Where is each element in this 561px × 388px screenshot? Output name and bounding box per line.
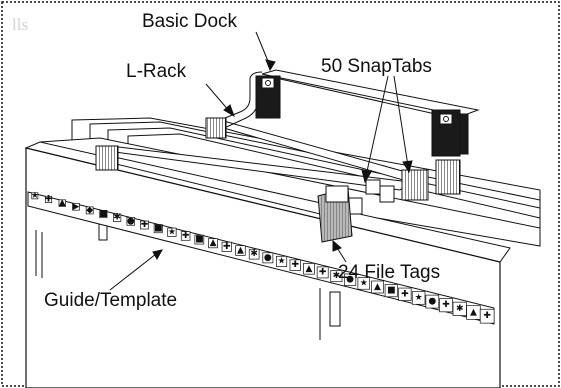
strip-symbol: ✚: [141, 220, 149, 230]
strip-cell: [167, 227, 177, 237]
strip-cell: [371, 280, 384, 294]
strip-symbol: ■: [99, 209, 108, 219]
strip-symbol: ✚: [291, 260, 299, 270]
strip-cell: [248, 248, 260, 260]
strip-symbol: ▲: [237, 246, 244, 256]
strip-symbol: ▲: [374, 282, 381, 292]
strip-symbol: ●: [346, 275, 354, 285]
strip-cell: [357, 277, 371, 290]
strip-symbol: ■: [387, 286, 396, 296]
strip-cell: [45, 195, 53, 203]
strip-cell: [303, 263, 315, 275]
strip-symbol: ★: [31, 191, 39, 201]
strip-cell: [343, 273, 357, 286]
strip-cell: [411, 291, 426, 305]
strip-cell: [330, 270, 343, 283]
strip-symbol: ▲: [210, 238, 217, 248]
strip-symbol: ✱: [250, 249, 258, 259]
symbol-strip: ★ ✚ ▲ ▶ ◆ ■ ✱ ● ✚ ■ ★ ✚ ■ ▲ ✚ ▲ ✱ ● ★ ✚ ▲ ✚ ✱ ● ★ ▲ ■ ✚ ★ ● ✚ ✱ ▲ ✚: [27, 191, 495, 325]
strip-cell: [398, 287, 412, 301]
strip-symbol: ●: [127, 216, 135, 226]
strip-cell: [153, 224, 163, 234]
strip-symbol: ✚: [182, 231, 190, 241]
strip-symbol: ✚: [223, 242, 231, 252]
strip-symbol: ▲: [470, 308, 477, 318]
strip-cell: [276, 255, 288, 267]
strip-symbol: ✱: [456, 304, 464, 314]
strip-cell: [112, 213, 122, 222]
callout-arrows: [109, 31, 413, 291]
strip-symbol: ▲: [59, 198, 66, 208]
strip-cell: [384, 284, 398, 298]
strip-symbol: ✚: [442, 300, 450, 310]
strip-symbol: ■: [154, 224, 163, 234]
strip-cell: [289, 259, 301, 271]
strip-symbol: ★: [415, 293, 423, 303]
label-basic-dock: Basic Dock: [142, 11, 238, 32]
strip-cell: [31, 192, 39, 200]
strip-symbol: ✚: [45, 194, 53, 204]
strip-symbol: ★: [278, 256, 286, 266]
strip-cell: [58, 199, 66, 207]
basic-dock: [255, 69, 480, 157]
strip-cell: [194, 234, 205, 245]
strip-cell: [316, 266, 329, 279]
strip-symbol: ★: [168, 227, 176, 237]
strip-symbol: ✱: [113, 213, 121, 223]
strip-symbol: ✚: [401, 289, 409, 299]
strip-cell: [479, 308, 495, 324]
label-snap-tabs: 50 SnapTabs: [321, 56, 432, 77]
strip-cell: [126, 217, 136, 226]
rack-clips: [95, 117, 461, 243]
strip-cell: [425, 294, 440, 309]
strip-cell: [85, 206, 94, 215]
strip-cell: [208, 238, 218, 249]
strip-symbol: ★: [360, 278, 368, 288]
strip-cell: [221, 241, 232, 252]
strip-symbol: ●: [428, 297, 436, 307]
strip-symbol: ■: [195, 235, 204, 245]
strip-cell: [262, 252, 274, 264]
strip-cell: [439, 298, 453, 313]
strip-cell: [72, 203, 80, 211]
label-guide-template: Guide/Template: [44, 290, 177, 311]
strip-symbol: ▲: [306, 264, 313, 274]
strip-cell: [180, 231, 191, 241]
strip-cell: [140, 220, 149, 230]
corner-mark: lls: [12, 15, 28, 34]
strip-symbol: ●: [264, 253, 272, 263]
label-l-rack: L-Rack: [126, 61, 187, 82]
label-file-tags: 24 File Tags: [338, 262, 440, 283]
strip-symbol: ▶: [73, 202, 80, 212]
strip-cell: [235, 245, 246, 256]
strip-symbol: ◆: [86, 205, 93, 215]
strip-cell: [99, 210, 108, 219]
strip-symbol: ✱: [333, 271, 341, 281]
strip-symbol: ✚: [483, 311, 491, 321]
strip-symbol: ✚: [319, 267, 327, 277]
